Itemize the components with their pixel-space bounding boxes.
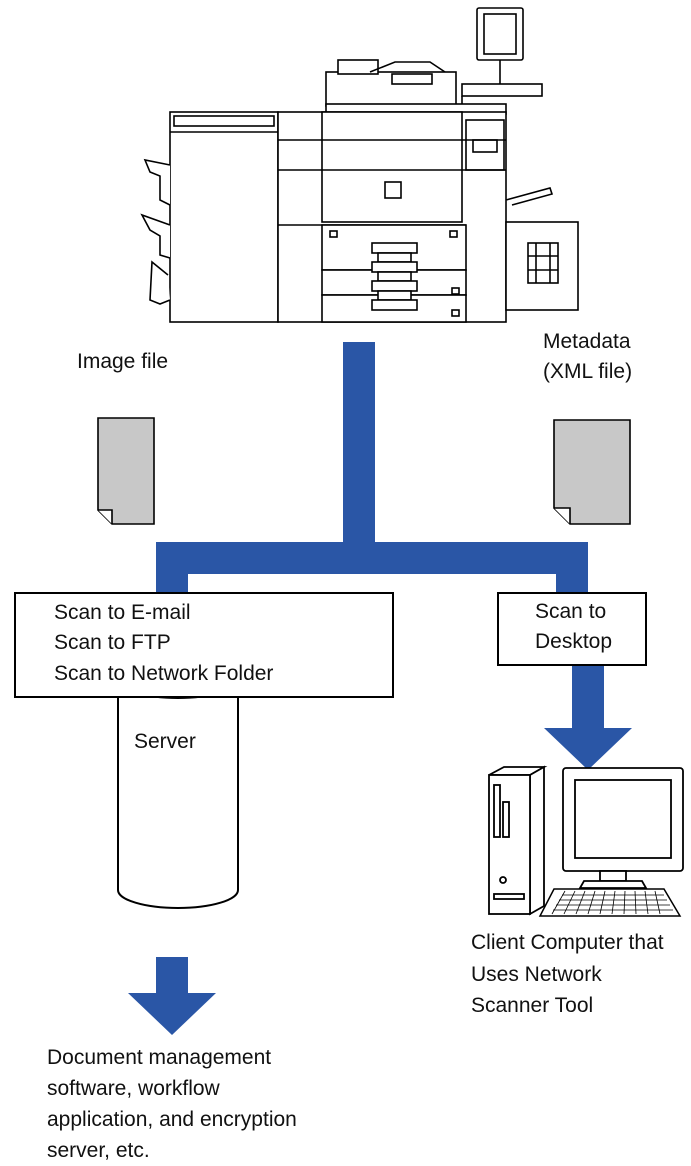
- split-bar: [156, 542, 588, 574]
- destination-line-1: Document management: [47, 1046, 272, 1069]
- metadata-label-line-2: (XML file): [543, 360, 633, 384]
- trunk-bar: [343, 342, 375, 548]
- arrow-to-client: [544, 664, 632, 770]
- client-label-line-3: Scanner Tool: [471, 994, 594, 1017]
- scan-to-desktop-line-1: Scan to: [535, 600, 607, 623]
- left-branch-bar: [156, 542, 188, 594]
- scan-to-network-folder-label: Scan to Network Folder: [54, 661, 274, 685]
- client-label-line-1: Client Computer that: [471, 931, 664, 954]
- server-label: Server: [134, 730, 196, 753]
- scan-to-desktop-box: Scan to Desktop: [497, 592, 647, 666]
- client-label-line-2: Uses Network: [471, 962, 602, 986]
- arrow-to-destination: [128, 957, 216, 1035]
- destination-label: Document management software, workflow a…: [47, 1042, 297, 1166]
- destination-line-2: software, workflow: [47, 1077, 220, 1101]
- client-computer-label: Client Computer that Uses Network Scanne…: [471, 927, 664, 1022]
- keyboard-icon: [538, 888, 682, 917]
- server-cylinder-icon: [117, 661, 239, 909]
- destination-line-3: application, and encryption: [47, 1108, 297, 1132]
- scan-methods-box: Scan to E-mail Scan to FTP Scan to Netwo…: [14, 592, 394, 698]
- destination-line-4: server, etc.: [47, 1139, 150, 1163]
- metadata-label: Metadata (XML file): [543, 327, 632, 388]
- scan-to-ftp-label: Scan to FTP: [54, 631, 171, 655]
- scan-to-email-label: Scan to E-mail: [54, 601, 191, 624]
- metadata-label-line-1: Metadata: [543, 330, 631, 353]
- desktop-computer-icon: [488, 765, 684, 916]
- right-branch-bar: [556, 542, 588, 594]
- flow-arrows: [128, 342, 632, 1035]
- document-icon: [97, 417, 155, 525]
- multifunction-printer-icon: [140, 7, 579, 323]
- scan-to-desktop-line-2: Desktop: [535, 630, 613, 654]
- image-file-label: Image file: [77, 350, 169, 373]
- metadata-document-icon: [553, 419, 631, 525]
